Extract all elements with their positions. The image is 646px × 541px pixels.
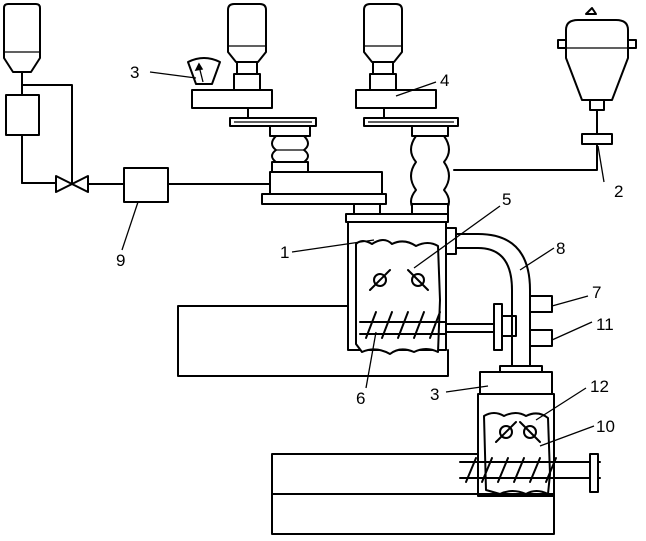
label-10: 10 <box>596 417 615 436</box>
cutaway-2 <box>484 413 550 494</box>
feeder-4-hopper <box>364 4 402 90</box>
mixer-2-top <box>480 372 552 394</box>
controller-box-9 <box>124 168 168 202</box>
left-hopper <box>4 4 40 85</box>
flange-11 <box>494 304 502 350</box>
label-3-bottom: 3 <box>430 385 439 404</box>
right-hopper-2 <box>558 8 636 144</box>
label-1: 1 <box>280 243 289 262</box>
label-6: 6 <box>356 389 365 408</box>
label-2: 2 <box>614 182 623 201</box>
metering-pump-box <box>6 95 39 135</box>
outlet-flange <box>590 454 598 492</box>
label-3-top: 3 <box>130 63 139 82</box>
label-9: 9 <box>116 251 125 270</box>
mixer-1-top <box>346 214 448 222</box>
label-12: 12 <box>590 377 609 396</box>
coupling-3 <box>272 136 308 162</box>
feeder-4-platform <box>356 90 436 108</box>
distribution-manifold <box>270 172 382 194</box>
transfer-line <box>454 144 597 170</box>
label-8: 8 <box>556 239 565 258</box>
label-11: 11 <box>596 315 614 334</box>
nozzle-11 <box>530 330 552 346</box>
control-valve-icon <box>56 168 88 192</box>
label-4: 4 <box>440 71 449 90</box>
label-5: 5 <box>502 190 511 209</box>
nozzle-7 <box>530 296 552 312</box>
gauge-icon <box>188 58 220 84</box>
flexible-coupling-4 <box>411 136 449 212</box>
label-7: 7 <box>592 283 601 302</box>
feeder-3-platform <box>192 90 272 108</box>
feeder-3-hopper <box>228 4 266 90</box>
